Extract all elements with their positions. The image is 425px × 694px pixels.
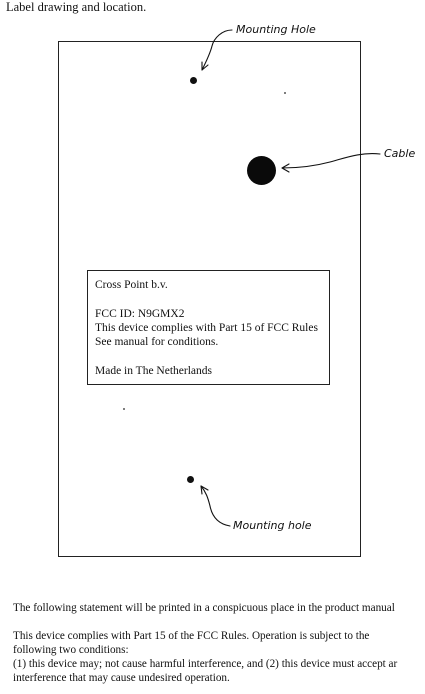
arrowhead-cable [281,163,290,173]
arrow-mounting-hole-top [201,29,233,71]
label-compliance: This device complies with Part 15 of FCC… [95,321,318,334]
annotation-mounting-hole-top: Mounting Hole [236,23,316,36]
arrowhead-mounting-hole-bottom [200,485,209,495]
statement-line-1: This device complies with Part 15 of the… [13,630,370,642]
label-manual-note: See manual for conditions. [95,336,219,349]
annotation-cable: Cable [384,147,416,160]
cable-hole [247,156,276,185]
statement-line-2: following two conditions: [13,644,129,656]
statement-line-4: interference that may cause undesired op… [13,672,230,684]
label-origin: Made in The Netherlands [95,364,212,377]
arrow-cable [281,153,381,169]
arrow-mounting-hole-bottom [200,485,231,527]
statement-line-3: (1) this device may; not cause harmful i… [13,658,398,670]
scan-speck [284,92,286,94]
label-company: Cross Point b.v. [95,279,168,291]
statement-intro: The following statement will be printed … [13,602,395,614]
page-header: Label drawing and location. [6,0,147,14]
arrowhead-mounting-hole-top [201,61,209,71]
annotation-mounting-hole-bottom: Mounting hole [233,519,312,532]
scan-speck [123,408,125,410]
mounting-hole-top [190,77,197,84]
label-fcc-id: FCC ID: N9GMX2 [95,307,185,320]
fcc-label: Cross Point b.v. FCC ID: N9GMX2 This dev… [87,270,330,385]
device-outline [58,41,361,557]
mounting-hole-bottom [187,476,194,483]
